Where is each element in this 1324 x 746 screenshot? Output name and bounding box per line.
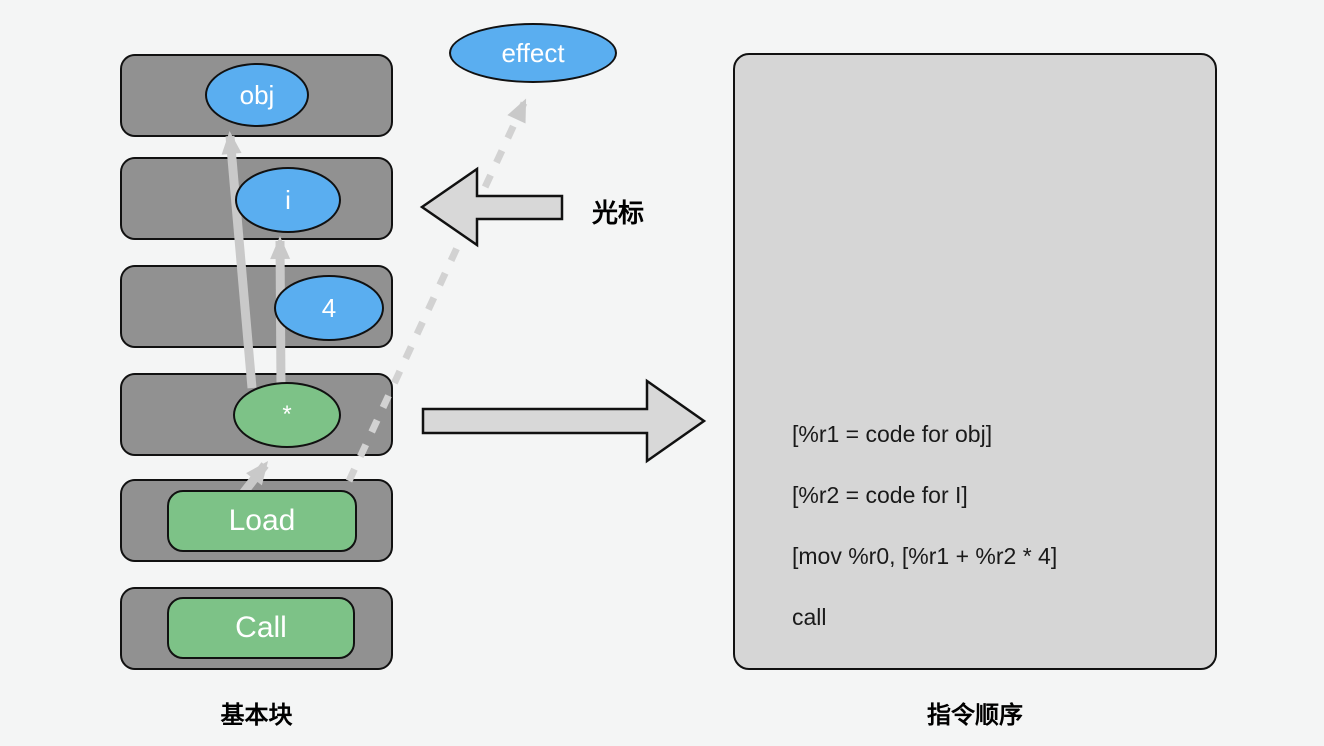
caption-instruction-order: 指令顺序	[927, 702, 1023, 729]
node-load-label: Load	[228, 504, 296, 537]
node-call: Call	[167, 597, 355, 659]
instruction-line: call	[792, 604, 827, 630]
cursor-left-arrow	[419, 166, 564, 248]
node-load: Load	[167, 490, 357, 552]
instruction-line: [mov %r0, [%r1 + %r2 * 4]	[792, 543, 1058, 569]
node-multiply: *	[233, 382, 341, 448]
node-4-label: 4	[321, 292, 337, 323]
node-obj-label: obj	[239, 79, 275, 110]
node-multiply-label: *	[282, 401, 292, 428]
instruction-line: [%r2 = code for I]	[792, 482, 968, 508]
node-i: i	[235, 167, 341, 233]
node-effect-label: effect	[501, 37, 565, 68]
node-obj: obj	[205, 63, 309, 127]
instruction-panel: [%r1 = code for obj] [%r2 = code for I] …	[733, 53, 1217, 670]
node-4: 4	[274, 275, 384, 341]
flow-right-arrow	[421, 378, 707, 464]
node-effect: effect	[449, 23, 617, 83]
cursor-label: 光标	[592, 198, 645, 228]
node-i-label: i	[285, 184, 291, 215]
edge-star-to-obj	[221, 131, 257, 389]
node-call-label: Call	[235, 611, 287, 644]
instruction-line: [%r1 = code for obj]	[792, 421, 993, 447]
caption-basic-block: 基本块	[220, 702, 293, 729]
